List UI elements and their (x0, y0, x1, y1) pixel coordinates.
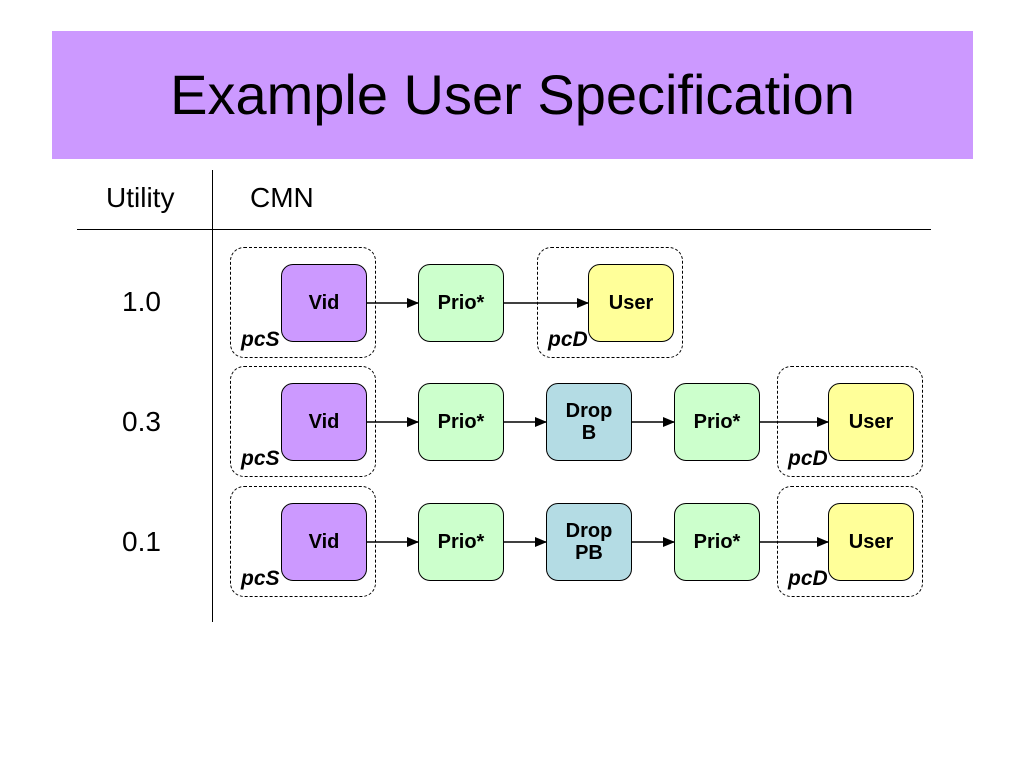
node-label-line: PB (575, 542, 603, 564)
node-label-line: Drop (565, 520, 613, 542)
node-label: Prio* (438, 531, 485, 553)
destination-group-box (777, 486, 923, 597)
node-label: Prio* (438, 411, 485, 433)
node-label: Prio* (694, 531, 741, 553)
utility-value-row-1: 1.0 (122, 286, 161, 317)
pcd-label: pcD (548, 328, 588, 351)
utility-value-row-2: 0.3 (122, 406, 161, 437)
vid-node: Vid (281, 264, 367, 342)
pcs-label: pcS (241, 328, 280, 351)
node-label-line: Prio* (437, 411, 485, 433)
vid-node: Vid (281, 383, 367, 461)
node-label-line: Vid (308, 292, 340, 314)
node-label-line: Prio* (693, 411, 741, 433)
header-divider (77, 229, 931, 230)
node-label-line: Prio* (693, 531, 741, 553)
node-label: Vid (309, 531, 340, 553)
user-node: User (588, 264, 674, 342)
source-group-box (230, 247, 376, 358)
node-label-line: User (608, 292, 654, 314)
node-label-line: User (848, 531, 894, 553)
prio-node: Prio* (418, 264, 504, 342)
destination-group-box (777, 366, 923, 477)
user-node: User (828, 383, 914, 461)
page-title: Example User Specification (170, 63, 855, 126)
node-label: Vid (309, 411, 340, 433)
utility-value-row-3: 0.1 (122, 526, 161, 557)
node-label-line: User (848, 411, 894, 433)
node-label: Prio* (694, 411, 741, 433)
node-label-line: B (581, 422, 597, 444)
prio-node: Prio* (418, 503, 504, 581)
pcd-label: pcD (788, 567, 828, 590)
vid-node: Vid (281, 503, 367, 581)
node-label: User (609, 292, 653, 314)
utility-header: Utility (106, 182, 175, 213)
cmn-header: CMN (250, 182, 314, 213)
source-group-box (230, 486, 376, 597)
node-label: Prio* (438, 292, 485, 314)
node-label: User (849, 411, 893, 433)
pcs-label: pcS (241, 567, 280, 590)
title-bar: Example User Specification (52, 31, 973, 159)
column-divider (212, 170, 213, 622)
destination-group-box (537, 247, 683, 358)
node-label-line: Vid (308, 531, 340, 553)
source-group-box (230, 366, 376, 477)
prio-node: Prio* (674, 503, 760, 581)
node-label-line: Drop (565, 400, 613, 422)
pcs-label: pcS (241, 447, 280, 470)
node-label-line: Prio* (437, 531, 485, 553)
node-label-line: Prio* (437, 292, 485, 314)
pcd-label: pcD (788, 447, 828, 470)
node-label: User (849, 531, 893, 553)
user-node: User (828, 503, 914, 581)
prio-node: Prio* (674, 383, 760, 461)
prio-node: Prio* (418, 383, 504, 461)
node-label: Vid (309, 292, 340, 314)
node-label-line: Vid (308, 411, 340, 433)
